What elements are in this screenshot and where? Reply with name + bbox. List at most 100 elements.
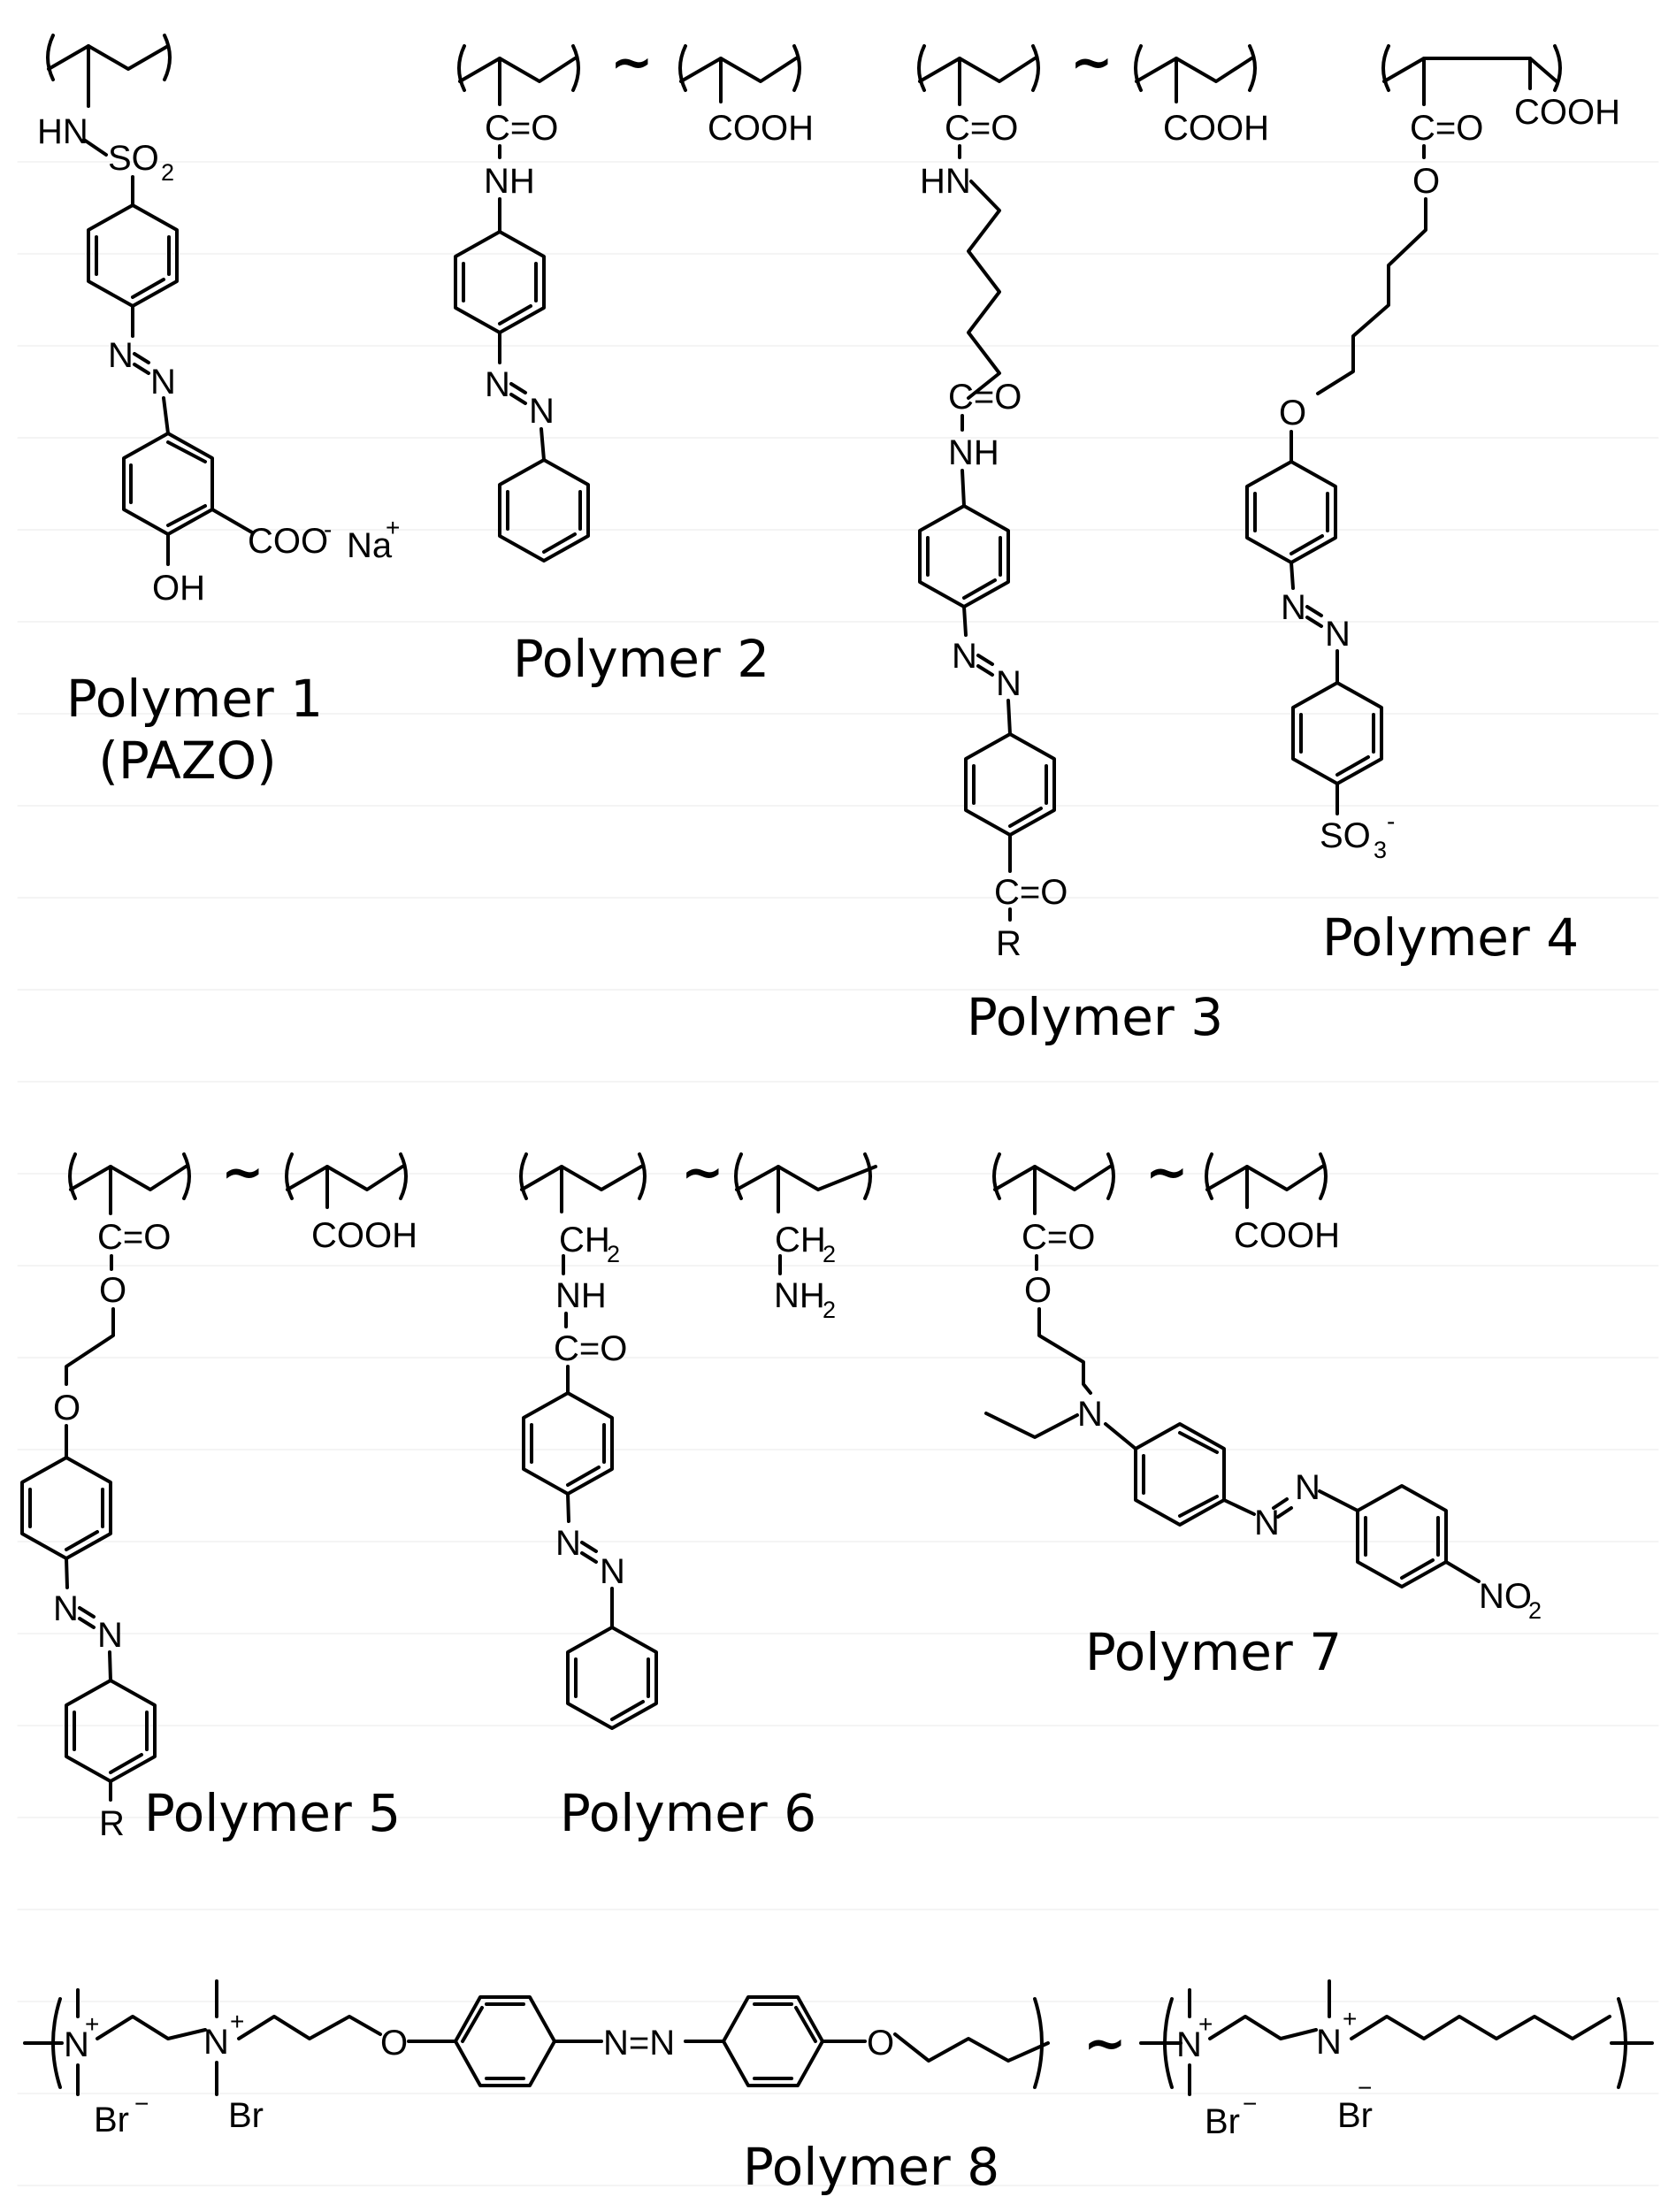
p8-n1-plus-right: +	[1198, 2010, 1213, 2038]
p4-co-label: C=O	[1410, 109, 1483, 148]
p1-azo-n2: N	[150, 363, 176, 402]
p8-br1-left: Br	[94, 2101, 129, 2139]
p4-azo-n2: N	[1325, 615, 1351, 654]
p6-azo-n1: N	[555, 1524, 581, 1563]
p2-azo-n2: N	[529, 392, 555, 431]
polymer-8-caption: Polymer 8	[743, 2137, 999, 2197]
polymer-3-structure: ~ COOH C=O HN C=O NH N N C=O R	[917, 32, 1269, 963]
p7-azo-n1: N	[1254, 1504, 1280, 1542]
p4-so3-label: SO	[1320, 816, 1371, 855]
p5-ether-o: O	[53, 1389, 80, 1427]
p8-n2-plus-right: +	[1343, 2005, 1357, 2032]
polymer-5-structure: ~ COOH C=O O O N N R	[20, 1142, 417, 1843]
polymer-4-caption: Polymer 4	[1322, 907, 1579, 968]
p2-azo-n1: N	[485, 365, 510, 404]
p7-no2-label: NO	[1479, 1577, 1532, 1616]
p8-o-left: O	[380, 2024, 408, 2063]
p7-co-label: C=O	[1022, 1218, 1095, 1257]
p3-azo-n2: N	[996, 664, 1022, 703]
p3-hn-label: HN	[920, 162, 971, 201]
p8-n1-left: N	[64, 2025, 89, 2064]
p3-co-label-top: C=O	[945, 109, 1018, 148]
p8-br1-right: Br	[1205, 2102, 1240, 2141]
p1-oh-label: OH	[152, 569, 205, 608]
p6-tilde: ~	[681, 1142, 724, 1202]
polymer-7-caption: Polymer 7	[1085, 1622, 1342, 1682]
polymer-1-caption: Polymer 1	[66, 669, 323, 729]
polymer-6-caption: Polymer 6	[560, 1783, 816, 1843]
polymer-1-subcaption: (PAZO)	[98, 731, 277, 791]
p2-tilde: ~	[610, 32, 654, 92]
p6-ch2-label-right: CH	[775, 1221, 826, 1259]
p3-co-label-mid: C=O	[948, 378, 1022, 417]
p4-ester-o: O	[1412, 162, 1440, 201]
p8-br1-minus-left: −	[134, 2090, 149, 2117]
p5-ester-o: O	[99, 1271, 126, 1310]
ruled-background-lines	[17, 161, 1659, 2186]
p8-br2-minus-right: −	[1358, 2074, 1372, 2101]
p3-r-label: R	[996, 924, 1022, 963]
p8-o-right: O	[867, 2024, 894, 2063]
p6-nh2-subscript: 2	[823, 1297, 836, 1323]
p3-nh-label: NH	[948, 433, 999, 472]
p1-so-label: SO	[108, 139, 159, 178]
p2-co-label: C=O	[485, 109, 558, 148]
p7-amine-n: N	[1077, 1395, 1103, 1434]
polymer-5-caption: Polymer 5	[144, 1783, 401, 1843]
p8-n1-plus-left: +	[85, 2010, 99, 2038]
p3-cooh-label: COOH	[1163, 109, 1269, 148]
p5-azo-n2: N	[97, 1616, 123, 1655]
polymer-2-caption: Polymer 2	[513, 629, 769, 689]
p5-r-label: R	[99, 1804, 125, 1843]
p8-br1-minus-right: −	[1243, 2090, 1257, 2117]
p3-co-label-bottom: C=O	[994, 873, 1068, 912]
p7-no2-subscript: 2	[1528, 1597, 1542, 1624]
p8-br2-left: Br	[228, 2096, 264, 2135]
p8-tilde: ~	[1083, 2013, 1127, 2073]
p7-cooh-label: COOH	[1234, 1216, 1340, 1255]
p7-tilde: ~	[1145, 1142, 1189, 1202]
p7-azo-n2: N	[1295, 1468, 1320, 1507]
p6-nh-label: NH	[555, 1276, 607, 1315]
p7-ester-o: O	[1024, 1271, 1052, 1310]
p8-azo-label: N=N	[603, 2024, 675, 2063]
p8-n1-right: N	[1176, 2025, 1202, 2064]
p3-tilde: ~	[1070, 32, 1114, 92]
polymer-7-structure: ~ COOH C=O O N N N NO 2	[984, 1142, 1542, 1624]
p8-n2-plus-left: +	[230, 2008, 244, 2035]
p1-coo-label: COO	[248, 522, 328, 561]
p4-so3-minus: -	[1387, 807, 1395, 835]
p4-ether-o: O	[1279, 394, 1306, 432]
polymer-3-caption: Polymer 3	[967, 987, 1223, 1047]
p4-cooh-label: COOH	[1514, 93, 1620, 132]
p1-hn-label: HN	[37, 112, 88, 151]
p4-so3-subscript: 3	[1374, 837, 1387, 863]
p1-na-label: Na	[347, 526, 393, 565]
polymer-6-structure: ~ CH 2 NH 2 CH 2 NH C=O N N	[519, 1142, 877, 1730]
polymer-4-structure: COOH C=O O O N N SO 3 -	[1245, 44, 1620, 863]
p1-coo-minus: -	[324, 516, 332, 543]
p6-ch2-label-left: CH	[559, 1221, 610, 1259]
p5-cooh-label: COOH	[311, 1216, 417, 1255]
p8-n2-left: N	[203, 2023, 229, 2062]
p2-nh-label: NH	[484, 162, 535, 201]
p4-azo-n1: N	[1281, 588, 1306, 627]
p6-ch2-subscript-right: 2	[823, 1241, 836, 1267]
p6-nh2-label: NH	[774, 1276, 825, 1315]
p6-azo-n2: N	[600, 1552, 625, 1591]
p2-cooh-label: COOH	[708, 109, 814, 148]
p1-azo-n1: N	[108, 336, 134, 375]
p8-br2-right: Br	[1337, 2096, 1373, 2135]
p6-co-label: C=O	[554, 1329, 627, 1368]
p1-so2-subscript: 2	[161, 159, 174, 186]
p1-na-plus: +	[386, 514, 400, 541]
polymer-8-structure: N + Br − N + Br O N=N O ~ N +	[23, 1979, 1654, 2141]
p3-azo-n1: N	[952, 637, 977, 676]
p5-co-label: C=O	[97, 1218, 171, 1257]
p5-tilde: ~	[221, 1142, 264, 1202]
polymer-2-structure: ~ COOH C=O NH N N	[454, 32, 814, 563]
p5-azo-n1: N	[53, 1589, 79, 1628]
polymer-1-structure: HN SO 2 N N COO - Na + OH	[37, 34, 400, 608]
p8-n2-right: N	[1316, 2023, 1342, 2062]
